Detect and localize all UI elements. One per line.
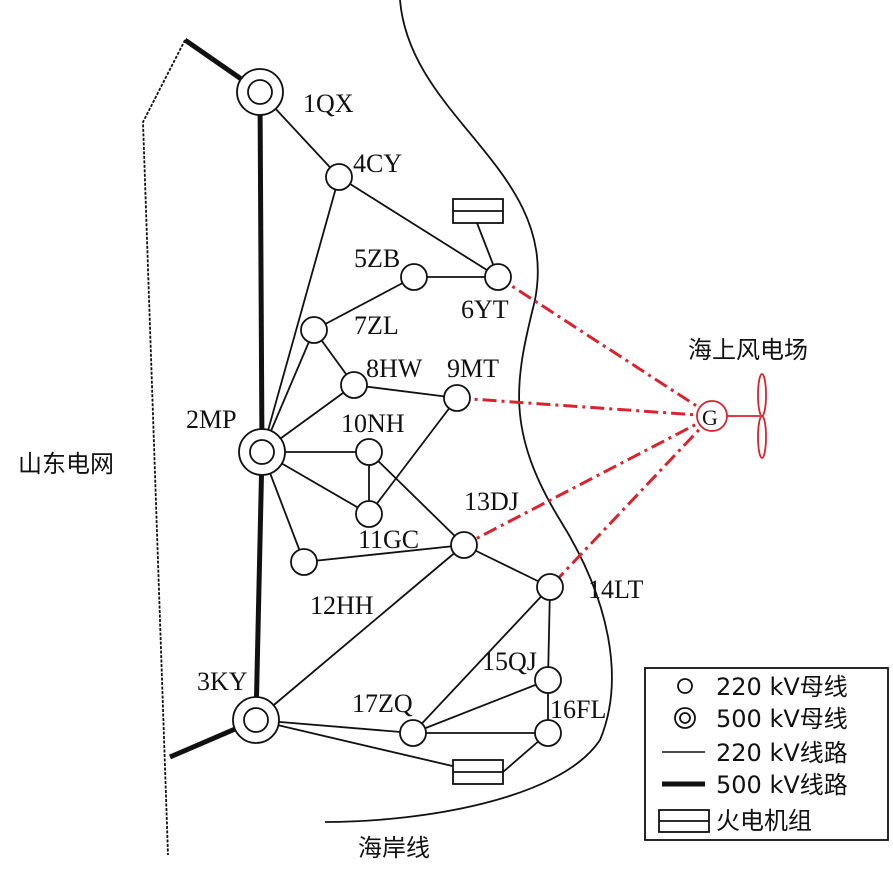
bus-label: 1QX [303, 89, 354, 118]
bus-label: 7ZL [354, 311, 399, 340]
wind-farm-label: 海上风电场 [688, 336, 808, 364]
bus-10NH[interactable] [355, 438, 383, 466]
bus-3KY[interactable] [232, 696, 280, 744]
bus-8HW[interactable] [340, 371, 368, 399]
bus-6YT[interactable] [484, 263, 512, 291]
legend-label: 500 kV母线 [716, 705, 848, 733]
thermal-unit-1 [452, 198, 504, 224]
line-220kv-14LT-15QJ [547, 586, 551, 681]
bus-label: 2MP [186, 405, 237, 434]
bus-14LT[interactable] [536, 573, 564, 601]
bus-4CY[interactable] [325, 163, 353, 191]
line-220kv-12HH-13DJ [303, 544, 465, 563]
bus-1QX[interactable] [236, 68, 284, 116]
bus-15QJ[interactable] [534, 666, 562, 694]
bus-label: 17ZQ [352, 689, 413, 718]
wind-link-13DJ [463, 414, 713, 547]
line-220kv-15QJ-17ZQ [412, 679, 549, 734]
line-220kv-8HW-9MT [353, 384, 458, 399]
bus-12HH[interactable] [290, 548, 318, 576]
bus-label: 5ZB [354, 244, 400, 273]
wind-link-6YT [497, 275, 713, 418]
bus-17ZQ[interactable] [399, 719, 427, 747]
wind-turbine-icon [696, 373, 767, 459]
bus-13DJ[interactable] [450, 531, 478, 559]
line-220kv-3KY-T2 [255, 719, 479, 773]
generator-label: G [702, 405, 718, 430]
bus-label: 9MT [447, 354, 499, 383]
line-220kv-5ZB-7ZL [313, 276, 415, 331]
bus-label: 8HW [366, 354, 423, 383]
line-220kv-4CY-6YT [338, 176, 499, 278]
legend-500-bus-icon [674, 707, 696, 729]
legend-label: 220 kV线路 [716, 739, 848, 767]
bus-label: 11GC [358, 525, 419, 554]
coastline-label: 海岸线 [358, 834, 430, 862]
wind-link-14LT [548, 414, 714, 589]
bus-label: 14LT [588, 575, 643, 604]
line-220kv-13DJ-3KY [255, 544, 465, 721]
bus-7ZL[interactable] [300, 316, 328, 344]
legend-thermal-icon [658, 809, 710, 833]
coastline [324, 0, 613, 823]
wind-link-9MT [456, 396, 713, 418]
bus-label: 12HH [310, 591, 374, 620]
bus-label: 10NH [341, 409, 405, 438]
line-220kv-14LT-17ZQ [412, 586, 551, 734]
line-220kv-4CY-2MP [261, 176, 340, 453]
line-220kv-13DJ-14LT [463, 544, 551, 588]
grid-boundary [142, 39, 186, 856]
legend-label: 220 kV母线 [716, 673, 848, 701]
legend: 220 kV母线 500 kV母线 220 kV线路 500 kV线路 火电机组 [644, 667, 889, 841]
bus-5ZB[interactable] [400, 263, 428, 291]
legend-label: 火电机组 [716, 807, 812, 835]
bus-9MT[interactable] [443, 384, 471, 412]
bus-label: 6YT [461, 295, 509, 324]
grid-label: 山东电网 [18, 450, 114, 478]
line-500kv-2MP-3KY [253, 451, 265, 721]
bus-2MP[interactable] [238, 428, 286, 476]
legend-220-bus-icon [677, 678, 693, 694]
legend-label: 500 kV线路 [716, 771, 848, 799]
bus-label: 3KY [197, 667, 248, 696]
bus-16FL[interactable] [534, 719, 562, 747]
bus-label: 15QJ [482, 647, 537, 676]
thermal-unit-2 [452, 759, 504, 785]
bus-label: 4CY [353, 149, 402, 178]
bus-11GC[interactable] [355, 500, 383, 528]
bus-label: 13DJ [464, 487, 519, 516]
line-500kv-1QX-2MP [257, 91, 265, 453]
line-220kv-9MT-11GC [368, 397, 458, 515]
line-220kv-3KY-17ZQ [255, 719, 414, 734]
line-220kv-10NH-13DJ [368, 451, 465, 546]
bus-label: 16FL [550, 695, 606, 724]
